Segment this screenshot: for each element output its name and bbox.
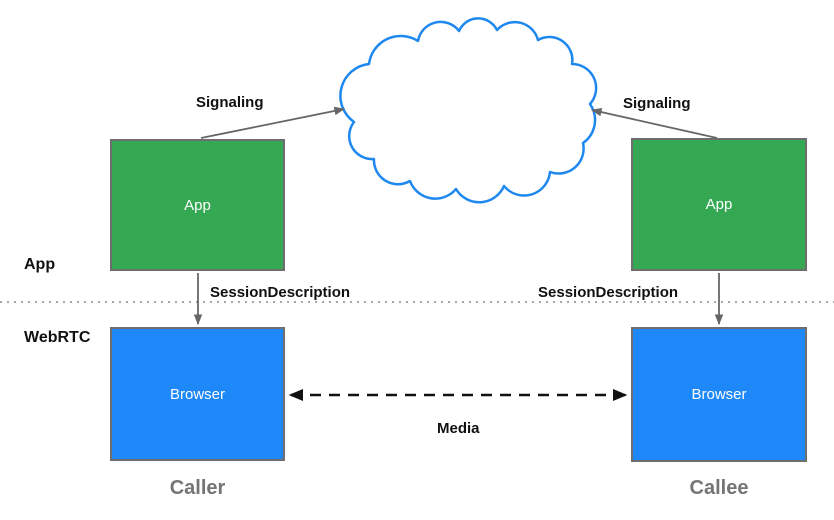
signaling-left-arrow [200,106,346,139]
signaling-right-arrow [590,107,718,139]
callee-app-box: App [631,138,807,271]
callee-caption: Callee [689,477,749,499]
callee-browser-box: Browser [631,327,807,462]
cloud-icon [339,17,598,204]
caller-app-label: App [184,196,211,214]
caller-app-box: App [110,139,285,271]
callee-app-label: App [705,196,733,213]
session-right-label: SessionDescription [538,284,679,301]
callee-browser-label: Browser [691,386,747,403]
signaling-right-label: Signaling [623,95,691,112]
caller-browser-label: Browser [169,385,225,403]
media-label: Media [437,420,480,437]
layer-label-webrtc: WebRTC [24,329,91,346]
caller-caption: Caller [169,477,226,499]
layer-label-app: App [24,256,56,273]
session-left-label: SessionDescription [210,284,351,301]
caller-browser-box: Browser [110,327,285,461]
signaling-left-label: Signaling [196,94,264,111]
